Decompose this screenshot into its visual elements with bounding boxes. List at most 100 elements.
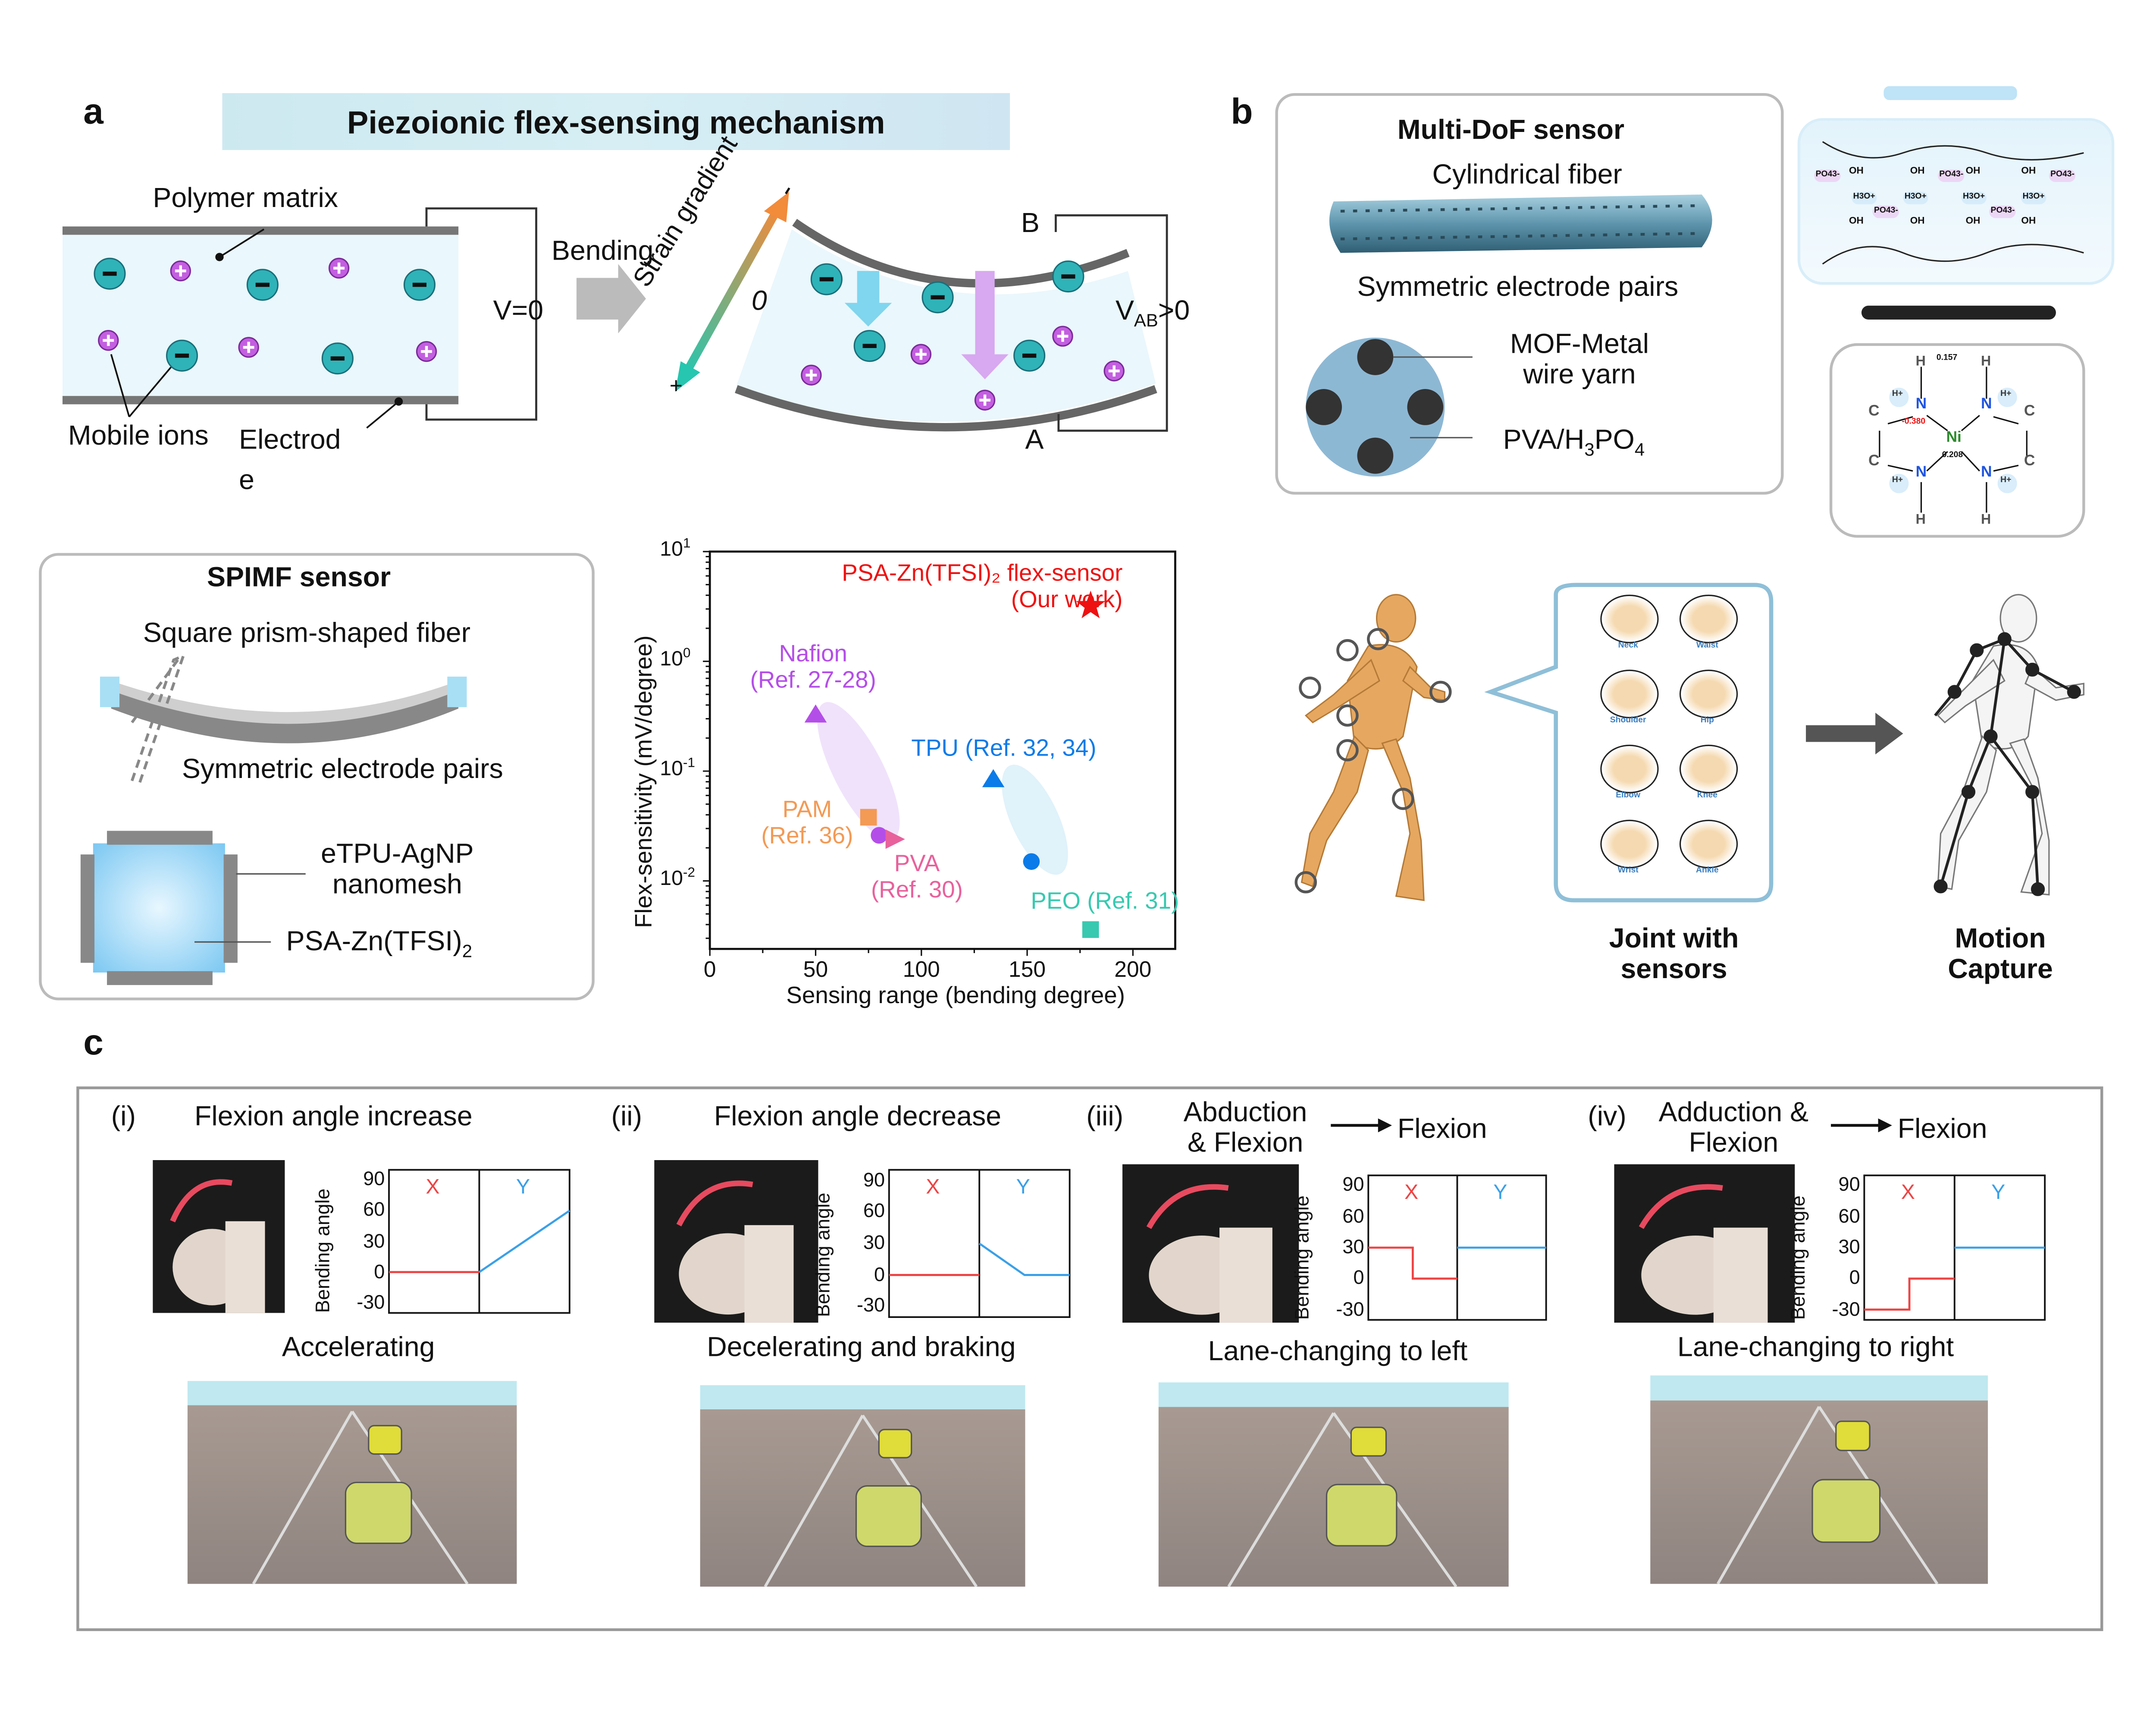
pva-annotation-line: PVA (894, 850, 940, 877)
complex-c-label: C (1868, 403, 1880, 420)
complex-hplus-label: H+ (2000, 390, 2012, 399)
strain-gradient-arrow (681, 206, 782, 377)
panel-index: (iv) (1588, 1101, 1626, 1132)
ours-annotation-line: PSA-Zn(TFSI)₂ flex-sensor (842, 560, 1123, 587)
polymer-matrix-flat (62, 233, 459, 398)
pva-triangle-right-point (885, 829, 905, 849)
oh-label: OH (2021, 216, 2036, 227)
metal-wire-yarn (1861, 305, 2056, 320)
arrow-right-icon (1331, 1118, 1392, 1132)
y-tick-label: 30 (1838, 1235, 1860, 1258)
voltage-zero: V=0 (493, 296, 544, 327)
cation-icon (1103, 361, 1125, 382)
hand-gesture-photo (654, 1160, 818, 1323)
panel-label-a: a (83, 90, 103, 132)
hydronium-ion-label: H3O+ (1961, 191, 1987, 204)
oh-label: OH (1965, 166, 1981, 177)
nafion-annotation-line: Nafion (779, 640, 847, 667)
x-axis-label: Sensing range (bending degree) (786, 982, 1125, 1009)
panel-title: Abduction& Flexion (1184, 1098, 1307, 1159)
voltage-ab: VAB>0 (1115, 296, 1190, 331)
panel-label-c: c (83, 1021, 103, 1063)
cation-icon (801, 364, 822, 386)
joint-neck-icon (1600, 594, 1659, 643)
panel-index: (ii) (611, 1101, 642, 1132)
driving-control-box (76, 1086, 2103, 1631)
phosphate-ion-label: PO43- (1814, 169, 1841, 182)
x-series-label: X (1901, 1181, 1915, 1205)
spimf-fiber-label: Square prism-shaped fiber (143, 618, 471, 649)
y-tick-label: -30 (1832, 1297, 1860, 1320)
y-axis-label: Bending angle (811, 1192, 834, 1317)
hydronium-ion-label: H3O+ (2021, 191, 2046, 204)
y-tick-label: 0 (1849, 1266, 1860, 1289)
human-runner-illustration (1294, 594, 1452, 901)
complex-q3-label: 0.208 (1942, 452, 1963, 460)
y-tick-label: 90 (363, 1167, 385, 1190)
hand-gesture-photo (1122, 1164, 1299, 1323)
joint-wrist-icon (1600, 819, 1659, 869)
driving-simulation-scene (1158, 1382, 1509, 1587)
anion-icon (921, 281, 954, 314)
anion-icon (853, 330, 886, 362)
ours-annotation-line: (Our work) (1011, 586, 1123, 612)
anion-icon (246, 269, 279, 301)
multi-dof-title: Multi-DoF sensor (1397, 115, 1625, 146)
y-tick-label: -30 (856, 1294, 885, 1317)
x-tick-label: 150 (1009, 958, 1046, 982)
flexion-label: Flexion (1897, 1114, 1987, 1145)
ni-complex-panel (1829, 343, 2085, 538)
tpu-circle-point (1023, 853, 1040, 870)
panel-title-line: Flexion angle increase (194, 1101, 473, 1132)
oh-label: OH (1849, 216, 1864, 227)
title-banner: Piezoionic flex-sensing mechanism (222, 93, 1010, 150)
joint-label: Hip (1700, 717, 1714, 725)
spimf-electrode-label: Symmetric electrode pairs (182, 754, 503, 785)
oh-label: OH (1849, 166, 1864, 177)
y-tick-label: 100 (660, 646, 691, 671)
pva-label: PVA/H3PO4 (1503, 425, 1645, 460)
tpu-group-ellipse (1002, 765, 1068, 875)
panel-title-line: Adduction & (1658, 1098, 1809, 1128)
cylindrical-fiber-illustration (1306, 194, 1712, 477)
cation-icon (328, 257, 350, 279)
mechanism-diagram (62, 191, 1168, 432)
x-tick-label: 200 (1114, 958, 1152, 982)
cation-icon (238, 337, 259, 358)
y-tick-label: 60 (863, 1199, 885, 1222)
cation-icon (974, 389, 996, 411)
y-tick-label: 90 (863, 1167, 885, 1190)
y-series-label: Y (1991, 1181, 2006, 1205)
y-tick-label: -30 (1336, 1297, 1364, 1320)
joint-label: Elbow (1616, 792, 1641, 800)
complex-h-label: H (1981, 354, 1991, 370)
nafion-group-ellipse (817, 702, 900, 841)
x-tick-label: 50 (803, 958, 828, 982)
joint-ankle-icon (1679, 819, 1738, 869)
peo-annotation: PEO (Ref. 31) (1031, 888, 1179, 915)
mechanism-title: Piezoionic flex-sensing mechanism (347, 104, 885, 141)
complex-hplus-label: H+ (1892, 477, 1903, 485)
panel-title-line: & Flexion (1187, 1128, 1304, 1159)
joint-hip-icon (1679, 669, 1738, 718)
nafion-circle-point (871, 827, 888, 844)
x-tick-label: 100 (903, 958, 940, 982)
wire-left (425, 207, 537, 421)
y-series-label: Y (1016, 1175, 1030, 1199)
wire-right (1054, 214, 1168, 432)
nafion-annotation: Nafion(Ref. 27-28) (750, 640, 876, 693)
electrode-bottom (62, 396, 459, 405)
b-electrode-pairs-label: Symmetric electrode pairs (1357, 272, 1679, 303)
complex-hplus-label: H+ (1892, 390, 1903, 399)
joint-label: Neck (1618, 642, 1638, 650)
y-axis-label: Bending angle (1290, 1195, 1313, 1320)
phosphate-ion-label: PO43- (2049, 169, 2076, 182)
joint-knee-icon (1679, 744, 1738, 794)
y-tick-label: 30 (363, 1229, 385, 1252)
anion-icon (166, 339, 198, 372)
